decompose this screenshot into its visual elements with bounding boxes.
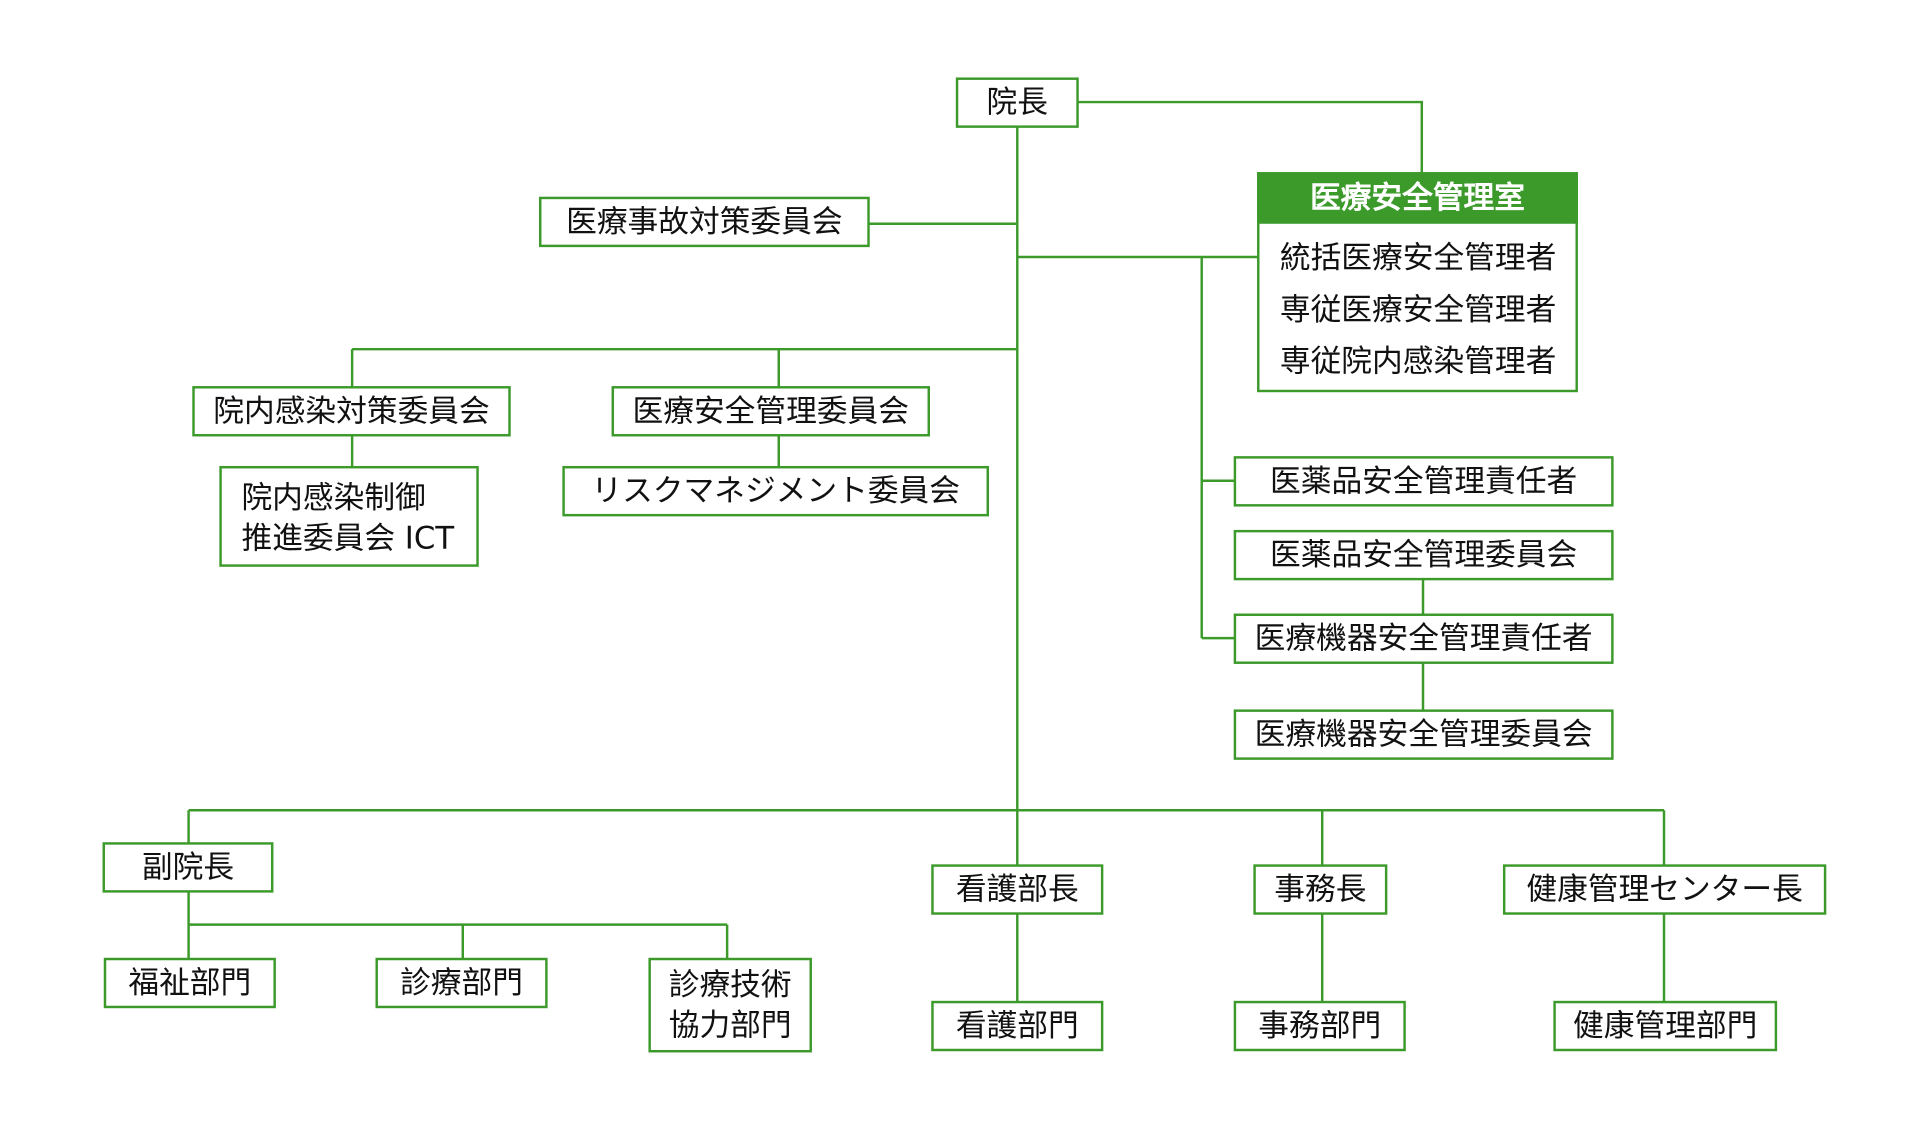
safety-office-member: 専従院内感染管理者: [1280, 343, 1556, 379]
link-director-safety-office: [1077, 100, 1424, 174]
node-admin-director-label: 事務長: [1274, 872, 1366, 908]
node-drug-committee-label: 医薬品安全管理委員会: [1270, 537, 1577, 573]
node-device-manager-label: 医療機器安全管理責任者: [1255, 621, 1593, 657]
node-drug-manager: 医薬品安全管理責任者: [1233, 456, 1614, 507]
node-device-committee: 医療機器安全管理委員会: [1233, 709, 1614, 760]
node-drug-manager-label: 医薬品安全管理責任者: [1270, 463, 1577, 499]
node-nursing-director: 看護部長: [931, 864, 1104, 915]
safety-office-member: 専従医療安全管理者: [1280, 292, 1556, 328]
node-nursing: 看護部門: [931, 1000, 1104, 1052]
node-welfare: 福祉部門: [103, 957, 276, 1009]
safety-office-member: 統括医療安全管理者: [1280, 240, 1556, 276]
node-risk-committee: リスクマネジメント委員会: [562, 465, 990, 517]
node-health-center-director-label: 健康管理センター長: [1526, 872, 1802, 908]
node-director-label: 院長: [987, 85, 1048, 121]
node-welfare-label: 福祉部門: [128, 965, 251, 1001]
node-infection-committee-label: 院内感染対策委員会: [213, 393, 489, 429]
safety-office-title: 医療安全管理室: [1310, 180, 1525, 216]
node-director: 院長: [955, 77, 1079, 128]
node-nursing-director-label: 看護部長: [956, 872, 1079, 908]
node-clinical-label: 診療部門: [400, 965, 523, 1001]
node-ict-line: 推進委員会 ICT: [241, 521, 454, 557]
node-ict: 院内感染制御 推進委員会 ICT: [219, 465, 479, 567]
node-admin: 事務部門: [1233, 1000, 1406, 1052]
node-clinical-support-line: 協力部門: [669, 1007, 792, 1043]
node-safety-office: 医療安全管理室 統括医療安全管理者 専従医療安全管理者 専従院内感染管理者: [1257, 172, 1578, 393]
node-health-label: 健康管理部門: [1573, 1008, 1757, 1044]
node-clinical: 診療部門: [375, 957, 548, 1009]
safety-office-header: [1257, 172, 1578, 224]
node-clinical-support: 診療技術 協力部門: [648, 957, 812, 1053]
node-safety-committee-label: 医療安全管理委員会: [633, 393, 909, 429]
node-risk-committee-label: リスクマネジメント委員会: [591, 473, 960, 509]
node-health: 健康管理部門: [1553, 1000, 1778, 1052]
node-health-center-director: 健康管理センター長: [1502, 864, 1827, 915]
node-safety-committee: 医療安全管理委員会: [611, 386, 930, 437]
node-vice-director: 副院長: [102, 842, 274, 893]
node-accident-committee: 医療事故対策委員会: [539, 196, 870, 248]
node-ict-line: 院内感染制御: [241, 480, 425, 516]
node-device-manager: 医療機器安全管理責任者: [1233, 613, 1614, 664]
node-nursing-label: 看護部門: [956, 1008, 1079, 1044]
node-admin-director: 事務長: [1253, 864, 1388, 915]
node-device-committee-label: 医療機器安全管理委員会: [1255, 717, 1593, 753]
node-infection-committee: 院内感染対策委員会: [192, 386, 511, 437]
node-clinical-support-line: 診療技術: [669, 967, 792, 1003]
node-vice-director-label: 副院長: [142, 849, 234, 885]
node-accident-committee-label: 医療事故対策委員会: [566, 204, 842, 240]
node-admin-label: 事務部門: [1258, 1008, 1381, 1044]
node-drug-committee: 医薬品安全管理委員会: [1233, 529, 1614, 581]
